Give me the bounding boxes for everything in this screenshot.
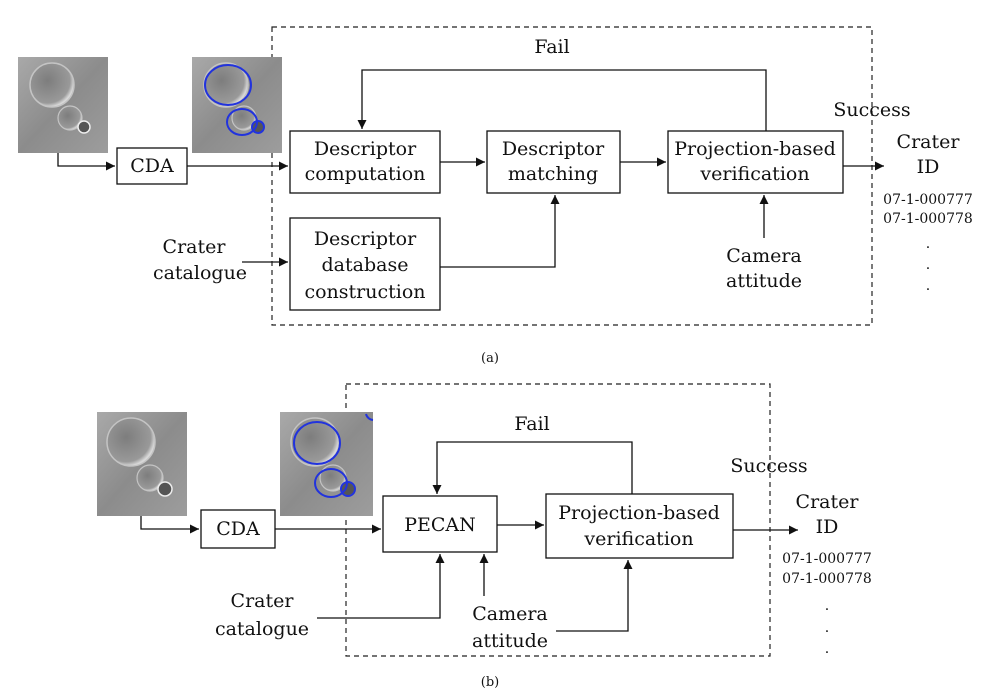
descriptor-computation-box [289,130,441,194]
pecan-label: PECAN [404,514,476,536]
terrain-image-raw-b [97,412,187,516]
camera-attitude-label-a: Camera [726,245,802,267]
module-boundary-b [345,383,771,657]
ellipsis-dot: . [825,641,829,657]
ellipsis-dot: . [926,236,930,252]
cda-label-b: CDA [216,518,260,540]
crater-id-label-b: Crater [796,491,860,513]
crater-id-value: 07-1-000778 [883,211,973,227]
ellipsis-dot: . [825,598,829,614]
fail-loop-arrow-a [357,69,767,131]
crater-id-value: 07-1-000777 [883,192,973,208]
ellipsis-dot: . [825,620,829,636]
caption-a: (a) [481,351,499,366]
descriptor-matching-box [486,130,621,194]
crater-catalogue-label-b: catalogue [215,618,309,640]
ellipsis-dot: . [926,257,930,273]
detection-ellipse [204,64,252,106]
projection-verification-label-b: Projection-based [558,502,720,524]
projection-verification-box-b [545,493,734,559]
terrain-image-detected-b [280,412,374,516]
terrain-image-raw-a [18,57,108,153]
crater-catalogue-label-b: Crater [231,590,295,612]
projection-verification-label-a: Projection-based [674,138,836,160]
panel-a: CDA Descriptor computation Descriptor ma… [18,26,973,366]
arrow-image-to-cda-a [57,153,115,171]
arrow-attitude-to-verification-b [556,560,633,632]
database-construction-label: database [322,254,409,276]
arrow-catalogue-to-pecan [317,554,445,619]
success-label-b: Success [730,455,807,477]
crater-id-label-a: ID [917,156,940,178]
panel-b: CDA PECAN Projection-based verification … [97,383,872,690]
projection-verification-box-a [667,130,844,194]
camera-attitude-label-b: attitude [472,630,548,652]
success-label-a: Success [833,99,910,121]
descriptor-matching-label: Descriptor [502,138,605,160]
arrow-image-to-cda-b [140,516,199,534]
cda-label-a: CDA [130,155,174,177]
fail-label-a: Fail [534,36,569,58]
camera-attitude-label-b: Camera [472,603,548,625]
database-construction-box [289,217,441,311]
descriptor-matching-label: matching [508,163,598,185]
database-construction-label: construction [304,281,425,303]
crater-id-value: 07-1-000778 [782,571,872,587]
crater-catalogue-label-a: catalogue [153,262,247,284]
crater-id-label-b: ID [816,516,839,538]
detection-ellipse [251,120,265,134]
descriptor-computation-label: Descriptor [314,138,417,160]
fail-label-b: Fail [514,413,549,435]
projection-verification-label-a: verification [699,163,809,185]
ellipsis-dot: . [926,278,930,294]
terrain-image-detected-a [192,57,282,153]
database-construction-label: Descriptor [314,228,417,250]
detection-ellipse [340,481,356,497]
projection-verification-label-b: verification [583,528,693,550]
crater-id-label-a: Crater [897,131,961,153]
descriptor-computation-label: computation [305,163,426,185]
detection-ellipse [365,413,374,421]
cda-box-a [116,147,188,185]
fail-loop-arrow-b [432,441,633,494]
pecan-box [382,495,498,553]
crater-catalogue-label-a: Crater [163,236,227,258]
camera-attitude-label-a: attitude [726,270,802,292]
crater-id-value: 07-1-000777 [782,551,872,567]
module-boundary-a [271,26,873,326]
cda-box-b [200,509,276,549]
caption-b: (b) [481,675,499,690]
detection-ellipse [293,421,341,465]
arrow-database-to-matching [440,195,560,268]
